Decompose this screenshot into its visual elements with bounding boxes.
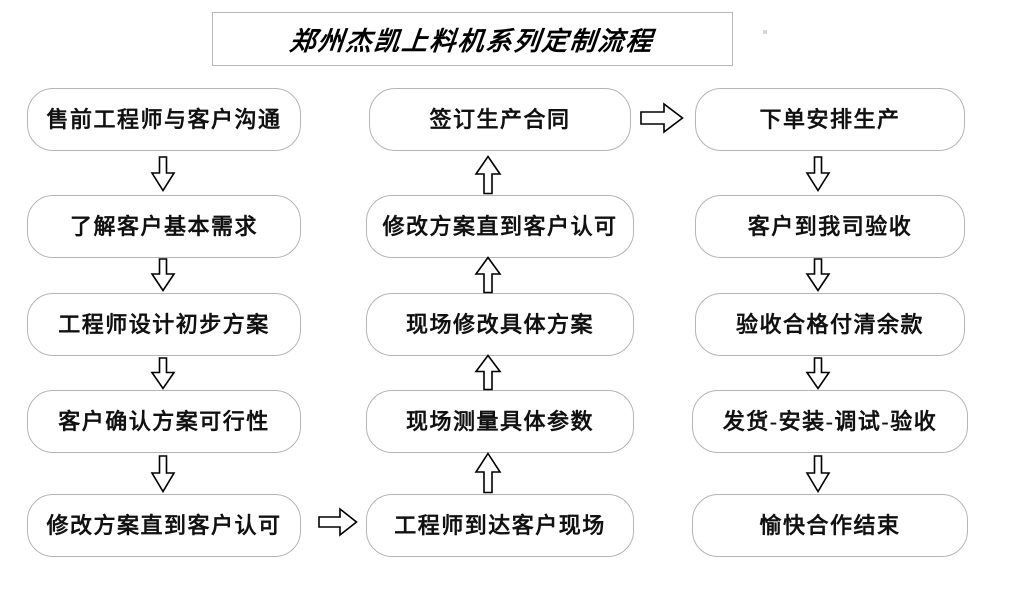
up-arrow-icon <box>474 155 502 195</box>
right-arrow-icon <box>318 507 358 537</box>
node-happy-cooperation-end[interactable]: 愉快合作结束 <box>692 494 968 557</box>
node-understand-requirements[interactable]: 了解客户基本需求 <box>27 195 301 258</box>
node-label: 工程师设计初步方案 <box>58 311 270 337</box>
node-place-order-arrange-production[interactable]: 下单安排生产 <box>695 88 965 151</box>
node-customer-inspection-at-factory[interactable]: 客户到我司验收 <box>695 195 965 258</box>
chart-title-box: 郑州杰凯上料机系列定制流程 <box>212 12 733 66</box>
node-customer-confirm-feasibility[interactable]: 客户确认方案可行性 <box>27 390 301 453</box>
down-arrow-icon <box>150 156 176 192</box>
node-label: 发货-安装-调试-验收 <box>722 408 938 434</box>
down-arrow-icon <box>805 455 831 493</box>
node-ship-install-debug-accept[interactable]: 发货-安装-调试-验收 <box>692 390 968 453</box>
down-arrow-icon <box>805 258 831 292</box>
node-revise-until-approved-1[interactable]: 修改方案直到客户认可 <box>27 494 301 557</box>
node-presales-communication[interactable]: 售前工程师与客户沟通 <box>27 88 301 151</box>
node-sign-production-contract[interactable]: 签订生产合同 <box>369 88 631 151</box>
node-label: 了解客户基本需求 <box>69 213 258 239</box>
node-label: 修改方案直到客户认可 <box>382 213 618 239</box>
up-arrow-icon <box>474 354 502 391</box>
node-label: 签订生产合同 <box>429 106 571 132</box>
down-arrow-icon <box>150 357 176 390</box>
node-engineer-initial-design[interactable]: 工程师设计初步方案 <box>27 293 301 356</box>
up-arrow-icon <box>474 256 502 294</box>
node-label: 现场测量具体参数 <box>405 408 594 434</box>
node-label: 愉快合作结束 <box>759 512 901 538</box>
node-label: 下单安排生产 <box>759 106 901 132</box>
down-arrow-icon <box>805 156 831 192</box>
node-label: 工程师到达客户现场 <box>394 512 606 538</box>
chart-title: 郑州杰凯上料机系列定制流程 <box>288 26 656 56</box>
node-label: 验收合格付清余款 <box>735 311 924 337</box>
node-label: 修改方案直到客户认可 <box>46 512 282 538</box>
down-arrow-icon <box>150 258 176 292</box>
node-onsite-measure-parameters[interactable]: 现场测量具体参数 <box>366 390 634 453</box>
node-label: 客户到我司验收 <box>747 213 913 239</box>
node-label: 售前工程师与客户沟通 <box>46 106 282 132</box>
node-engineer-arrive-onsite[interactable]: 工程师到达客户现场 <box>366 494 634 557</box>
down-arrow-icon <box>150 455 176 493</box>
up-arrow-icon <box>474 452 502 494</box>
node-label: 现场修改具体方案 <box>405 311 594 337</box>
title-speck-mark <box>763 30 767 34</box>
node-pay-balance-after-acceptance[interactable]: 验收合格付清余款 <box>695 293 965 356</box>
node-label: 客户确认方案可行性 <box>58 408 270 434</box>
down-arrow-icon <box>805 357 831 390</box>
right-arrow-icon <box>640 102 684 134</box>
node-onsite-revise-plan[interactable]: 现场修改具体方案 <box>366 293 634 356</box>
node-revise-until-approved-2[interactable]: 修改方案直到客户认可 <box>366 195 634 258</box>
